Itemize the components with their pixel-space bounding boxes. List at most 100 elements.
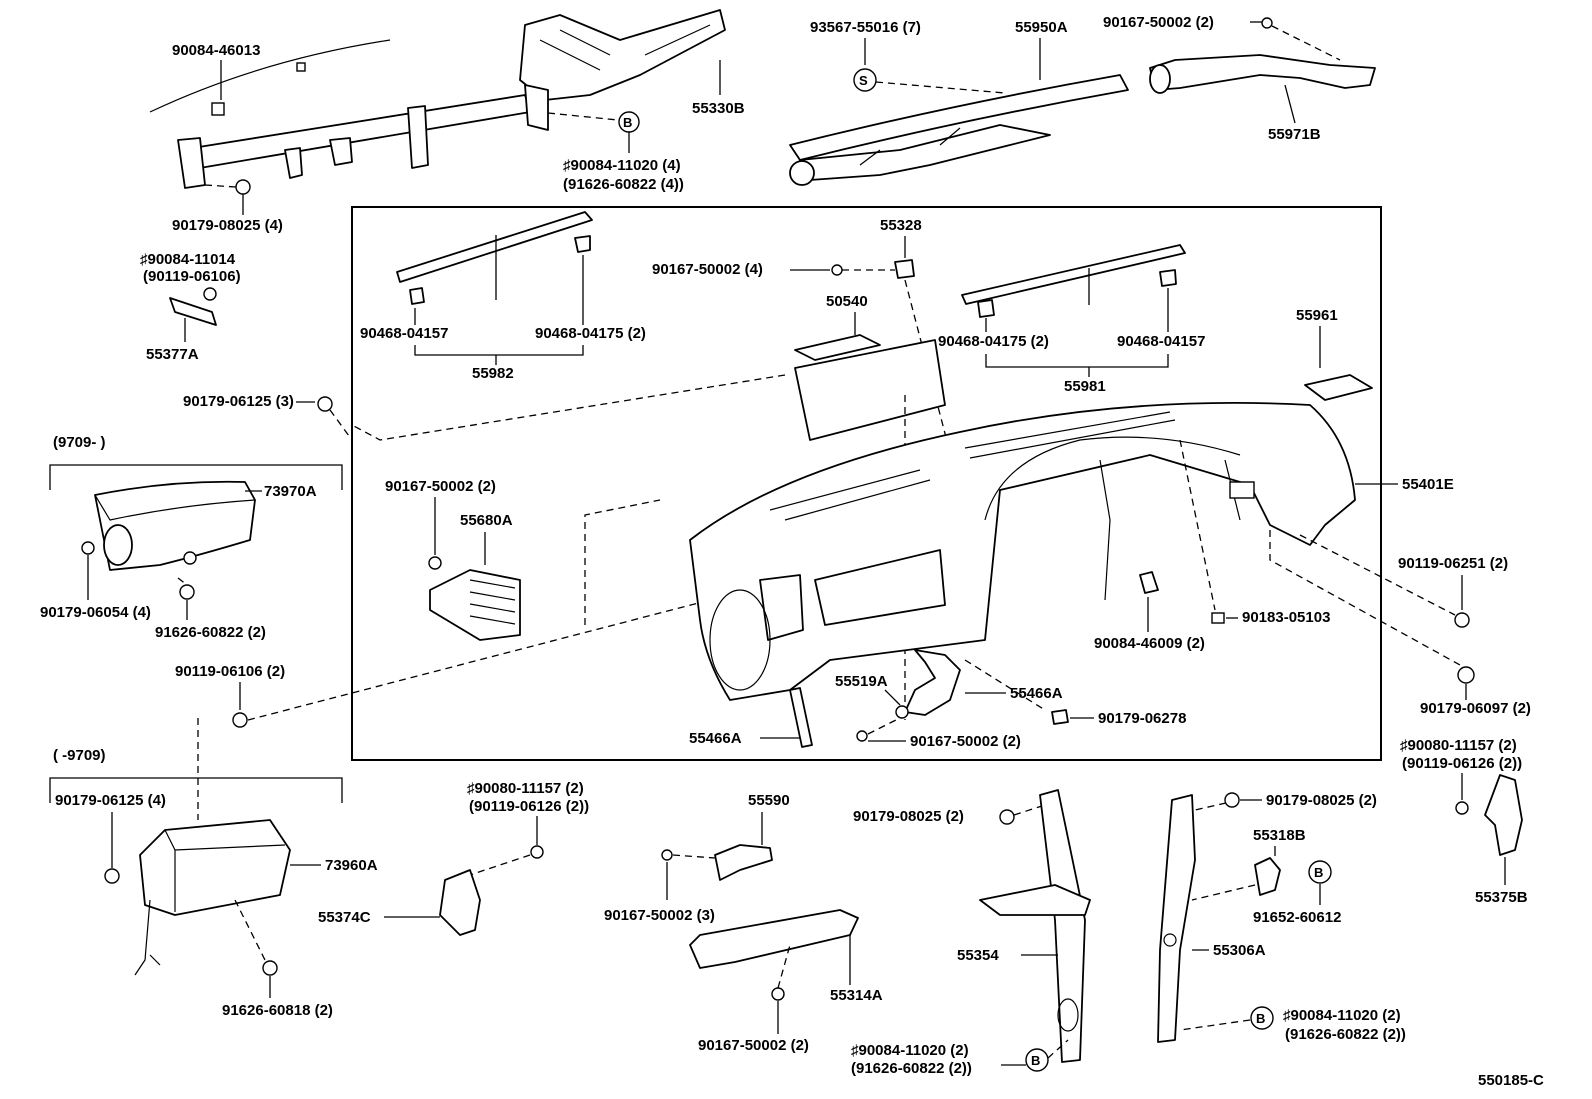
dashboard-55401E: [689, 401, 1356, 701]
label-55981: 55981: [1064, 378, 1106, 395]
bracket-55314A: [689, 909, 859, 969]
label-90080-11157-r-a: ♯90080-11157 (2): [1400, 737, 1517, 754]
label-90179-08025-a: 90179-08025 (4): [172, 217, 283, 234]
label-90084-11020-bl-a: ♯90084-11020 (2): [851, 1042, 969, 1059]
brace-55306A: [1157, 794, 1196, 1043]
label-90179-06054: 90179-06054 (4): [40, 604, 151, 621]
label-90084-11020-top-a: ♯90084-11020 (4): [563, 157, 681, 174]
brace-55354: [979, 789, 1091, 1063]
diagram-code: 550185-C: [1478, 1072, 1544, 1089]
bracket-55375B: [1484, 774, 1523, 856]
glovebox-50540: [794, 334, 946, 441]
label-91652-60612: 91652-60612: [1253, 909, 1341, 926]
label-90167-50002-b2: 90167-50002 (2): [698, 1037, 809, 1054]
label-90084-11014-a: ♯90084-11014: [140, 251, 236, 268]
label-55519A: 55519A: [835, 673, 888, 690]
label-55971B: 55971B: [1268, 126, 1321, 143]
trim-55981: [961, 244, 1186, 318]
screw-90167-50002-4: [831, 264, 843, 276]
label-55401E: 55401E: [1402, 476, 1454, 493]
label-90167-50002-top: 90167-50002 (2): [1103, 14, 1214, 31]
trim-55982: [396, 211, 593, 305]
label-90183-05103: 90183-05103: [1242, 609, 1330, 626]
screw-top-right: [1261, 17, 1273, 29]
airbag-73960A: [134, 819, 291, 976]
clip-90084-46009: [1139, 571, 1159, 594]
bracket-55466A-l: [789, 687, 813, 748]
label-90468-04175-l: 90468-04175 (2): [535, 325, 646, 342]
bracket-55590: [714, 844, 773, 881]
marker-b-bot-left: [1025, 1048, 1049, 1072]
label-55466A-r: 55466A: [1010, 685, 1063, 702]
marker-b-bot-right: [1250, 1006, 1274, 1030]
bracket-55374C: [439, 869, 481, 936]
marker-b-bot-right-text: B: [1256, 1011, 1265, 1026]
bracket-55466A-r: [904, 649, 961, 716]
label-90080-11157-l-a: ♯90080-11157 (2): [467, 780, 584, 797]
label-91626-60818: 91626-60818 (2): [222, 1002, 333, 1019]
label-90167-50002-4: 90167-50002 (4): [652, 261, 763, 278]
screw-90119-06251: [1454, 612, 1470, 628]
screw-90167-50002-b2: [771, 987, 785, 1001]
label-50540: 50540: [826, 293, 868, 310]
airbag-73970A: [81, 480, 256, 571]
label-90468-04175-r: 90468-04175 (2): [938, 333, 1049, 350]
screw-90167-50002-mid: [428, 556, 442, 570]
label-55328: 55328: [880, 217, 922, 234]
label-90179-06097: 90179-06097 (2): [1420, 700, 1531, 717]
duct-55950A: [789, 74, 1129, 186]
clip-55328: [894, 259, 915, 279]
clip-90179-06278: [1051, 709, 1069, 725]
label-55330B: 55330B: [692, 100, 745, 117]
label-55590: 55590: [748, 792, 790, 809]
bolt-91626-60822: [179, 584, 195, 600]
label-90468-04157-r: 90468-04157: [1117, 333, 1205, 350]
marker-b-bot-left-text: B: [1031, 1053, 1040, 1068]
label-90119-06106: 90119-06106 (2): [175, 663, 285, 680]
label-90119-06251: 90119-06251 (2): [1398, 555, 1508, 572]
nut-90179-08025: [235, 179, 251, 195]
label-90084-46009: 90084-46009 (2): [1094, 635, 1205, 652]
label-55374C: 55374C: [318, 909, 371, 926]
bracket-new: [49, 464, 343, 490]
nut-90179-08025-c: [1224, 792, 1240, 808]
reinforcement-55330B: [149, 9, 726, 189]
label-90167-50002-mid: 90167-50002 (2): [385, 478, 496, 495]
label-90167-50002-bot: 90167-50002 (2): [910, 733, 1021, 750]
screw-90179-06125: [317, 396, 333, 412]
box-label-new: (9709- ): [53, 434, 106, 451]
nut-90179-06097: [1457, 666, 1475, 684]
duct-55971B: [1149, 54, 1376, 94]
label-90084-11020-br-a: ♯90084-11020 (2): [1283, 1007, 1401, 1024]
label-55377A: 55377A: [146, 346, 199, 363]
clip-90183-05103: [1211, 612, 1225, 624]
label-90179-06278: 90179-06278: [1098, 710, 1186, 727]
bracket-old: [49, 777, 343, 803]
screw-90179-06125-4: [104, 868, 120, 884]
box-label-old: ( -9709): [53, 747, 106, 764]
label-90084-11020-br-b: (91626-60822 (2)): [1285, 1026, 1406, 1043]
label-90084-46013: 90084-46013: [172, 42, 260, 59]
label-90179-08025-b: 90179-08025 (2): [853, 808, 964, 825]
label-55982: 55982: [472, 365, 514, 382]
label-90179-06125-3: 90179-06125 (3): [183, 393, 294, 410]
label-90179-06125-4: 90179-06125 (4): [55, 792, 166, 809]
label-55354: 55354: [957, 947, 999, 964]
label-55680A: 55680A: [460, 512, 513, 529]
bolt-55374C: [530, 845, 544, 859]
label-55466A-l: 55466A: [689, 730, 742, 747]
label-90084-11020-bl-b: (91626-60822 (2)): [851, 1060, 972, 1077]
label-90080-11157-l-b: (90119-06126 (2)): [469, 798, 589, 815]
bolt-91626-60818: [262, 960, 278, 976]
bolt-90119-06106: [232, 712, 248, 728]
bolt-55375B: [1455, 801, 1469, 815]
label-55314A: 55314A: [830, 987, 883, 1004]
marker-s: [853, 68, 877, 92]
screw-90167-50002-bot: [856, 730, 868, 742]
label-90167-50002-3: 90167-50002 (3): [604, 907, 715, 924]
bracket-55377A: [169, 297, 217, 326]
label-90468-04157-l: 90468-04157: [360, 325, 448, 342]
label-73970A: 73970A: [264, 483, 317, 500]
vent-55680A: [429, 569, 521, 641]
label-90080-11157-r-b: (90119-06126 (2)): [1402, 755, 1522, 772]
